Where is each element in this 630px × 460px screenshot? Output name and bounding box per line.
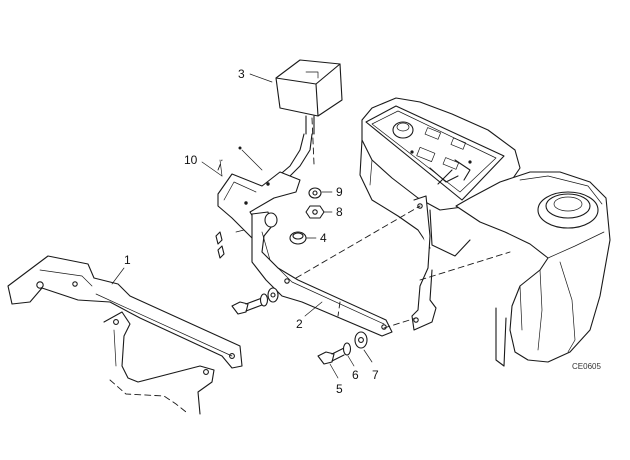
part-1-bracket bbox=[7, 255, 243, 415]
part-6-washer bbox=[342, 342, 352, 356]
small-clips bbox=[215, 231, 225, 259]
bolt-assembly-left bbox=[231, 287, 279, 315]
drawing-code: CE0605 bbox=[572, 362, 601, 371]
callout-8: 8 bbox=[336, 205, 343, 219]
callout-6: 6 bbox=[352, 368, 359, 382]
callout-2: 2 bbox=[296, 317, 303, 331]
part-5-bolt bbox=[317, 347, 345, 365]
callout-labels: 1 2 3 4 5 6 7 8 9 10 CE0605 bbox=[124, 67, 601, 396]
callout-4: 4 bbox=[320, 231, 327, 245]
part-3-switch-box bbox=[261, 59, 343, 191]
part-2-bracket bbox=[251, 195, 437, 337]
part-10-bracket bbox=[217, 146, 301, 239]
part-9-washer bbox=[308, 187, 322, 199]
callout-5: 5 bbox=[336, 382, 343, 396]
leader-lines bbox=[111, 73, 373, 379]
callout-9: 9 bbox=[336, 185, 343, 199]
alignment-lines bbox=[217, 117, 511, 329]
callout-1: 1 bbox=[124, 253, 131, 267]
callout-3: 3 bbox=[238, 67, 245, 81]
callout-7: 7 bbox=[372, 368, 379, 382]
part-7-washer bbox=[354, 331, 368, 349]
part-4-grommet bbox=[289, 231, 307, 245]
dashboard-body bbox=[359, 97, 611, 367]
part-8-nut bbox=[305, 205, 325, 219]
callout-10: 10 bbox=[184, 153, 198, 167]
